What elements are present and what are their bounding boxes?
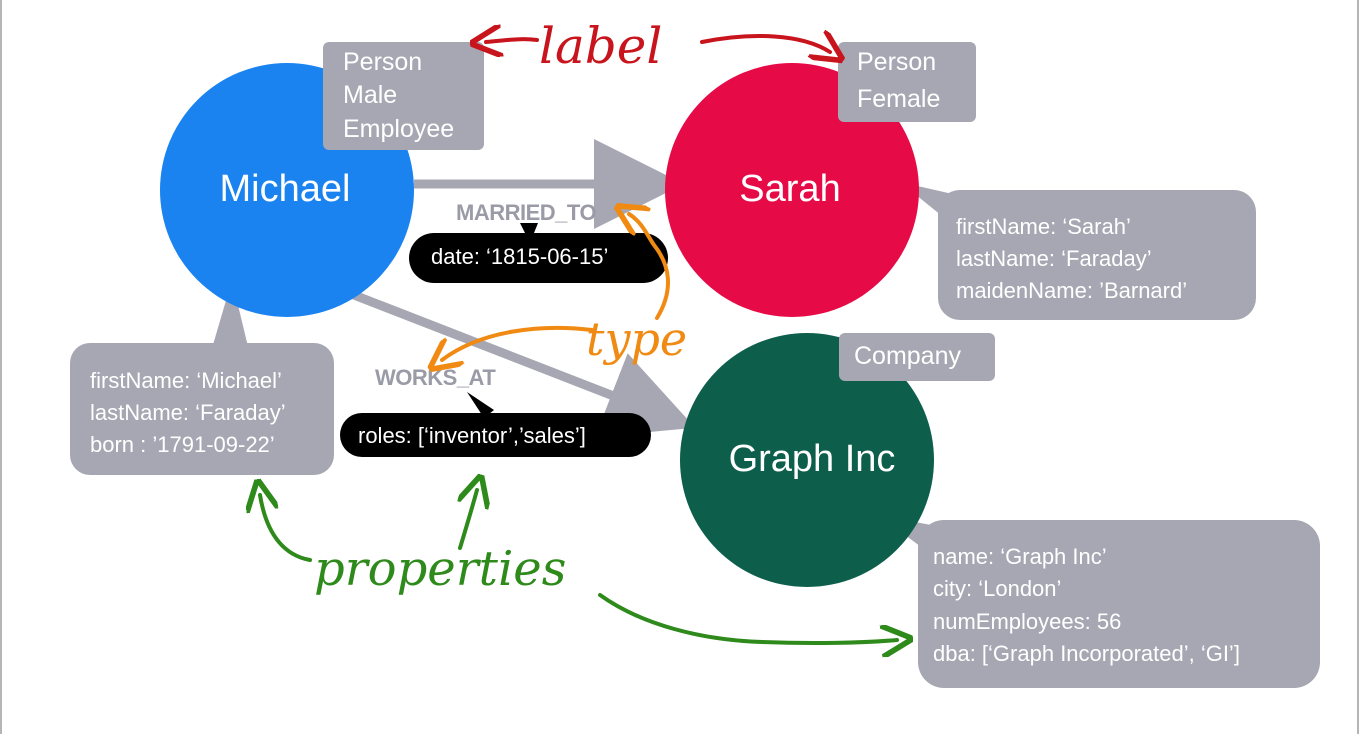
type-arrow-left (442, 325, 594, 360)
label-arrow-right (700, 36, 830, 52)
properties-arrow-right (598, 593, 897, 643)
michael-label-person: Person (343, 48, 422, 76)
node-michael-name: Michael (220, 168, 351, 210)
graph-inc-properties-callout: name: ‘Graph Inc’ city: ‘London’ numEmpl… (878, 515, 1320, 688)
sarah-label-person: Person (857, 48, 936, 76)
sarah-prop-last-name: lastName: ‘Faraday’ (956, 246, 1152, 271)
graph-inc-labels-box: Company (839, 333, 995, 381)
married-to-property-pill (409, 233, 668, 283)
node-graph-inc-circle[interactable] (680, 333, 934, 587)
works-at-type: WORKS_AT (375, 365, 496, 390)
married-to-relationship[interactable]: MARRIED_TO date: ‘1815-06-15’ (409, 200, 668, 283)
sarah-prop-first-name: firstName: ‘Sarah’ (956, 214, 1131, 239)
label-arrow-left (486, 39, 539, 42)
graph-inc-prop-name: name: ‘Graph Inc’ (933, 544, 1107, 569)
works-at-arrow[interactable] (352, 290, 696, 438)
sarah-labels-box: Person Female (838, 42, 976, 122)
sarah-label-female: Female (857, 85, 940, 113)
michael-properties-callout: firstName: ‘Michael’ lastName: ‘Faraday’… (70, 280, 334, 475)
properties-arrow-left (260, 495, 312, 562)
type-arrow-up (629, 214, 670, 320)
married-to-property: date: ‘1815-06-15’ (431, 244, 608, 269)
properties-annotation: properties (260, 490, 897, 643)
node-sarah-name: Sarah (739, 168, 840, 210)
graph-inc-label-company: Company (854, 342, 961, 370)
married-to-type: MARRIED_TO (456, 200, 596, 225)
works-at-property-pill (340, 413, 651, 457)
type-annotation-text: type (586, 312, 687, 366)
sarah-properties-callout: firstName: ‘Sarah’ lastName: ‘Faraday’ m… (900, 182, 1256, 320)
graph-inc-prop-city: city: ‘London’ (933, 576, 1061, 601)
properties-annotation-text: properties (314, 541, 566, 597)
node-graph-inc-name: Graph Inc (729, 438, 896, 480)
works-at-relationship[interactable]: WORKS_AT roles: [‘inventor’,’sales’] (340, 365, 651, 457)
node-graph-inc[interactable]: Graph Inc (680, 333, 934, 587)
label-annotation: label (486, 17, 830, 75)
node-sarah-circle[interactable] (665, 63, 919, 317)
michael-prop-born: born : ’1791-09-22’ (90, 432, 275, 457)
type-annotation: type (442, 214, 687, 366)
node-sarah[interactable]: Sarah (665, 63, 919, 317)
michael-label-employee: Employee (343, 115, 454, 143)
michael-prop-first-name: firstName: ‘Michael’ (90, 368, 282, 393)
label-annotation-text: label (539, 17, 662, 75)
sarah-prop-maiden-name: maidenName: ’Barnard’ (956, 278, 1187, 303)
works-at-property: roles: [‘inventor’,’sales’] (358, 423, 586, 448)
graph-inc-prop-num-employees: numEmployees: 56 (933, 609, 1121, 634)
michael-labels-box: Person Male Employee (323, 42, 484, 150)
graph-inc-prop-dba: dba: [‘Graph Incorporated’, ‘GI’] (933, 641, 1240, 666)
michael-label-male: Male (343, 81, 397, 109)
properties-arrow-middle (460, 490, 477, 550)
michael-prop-last-name: lastName: ‘Faraday’ (90, 400, 286, 425)
